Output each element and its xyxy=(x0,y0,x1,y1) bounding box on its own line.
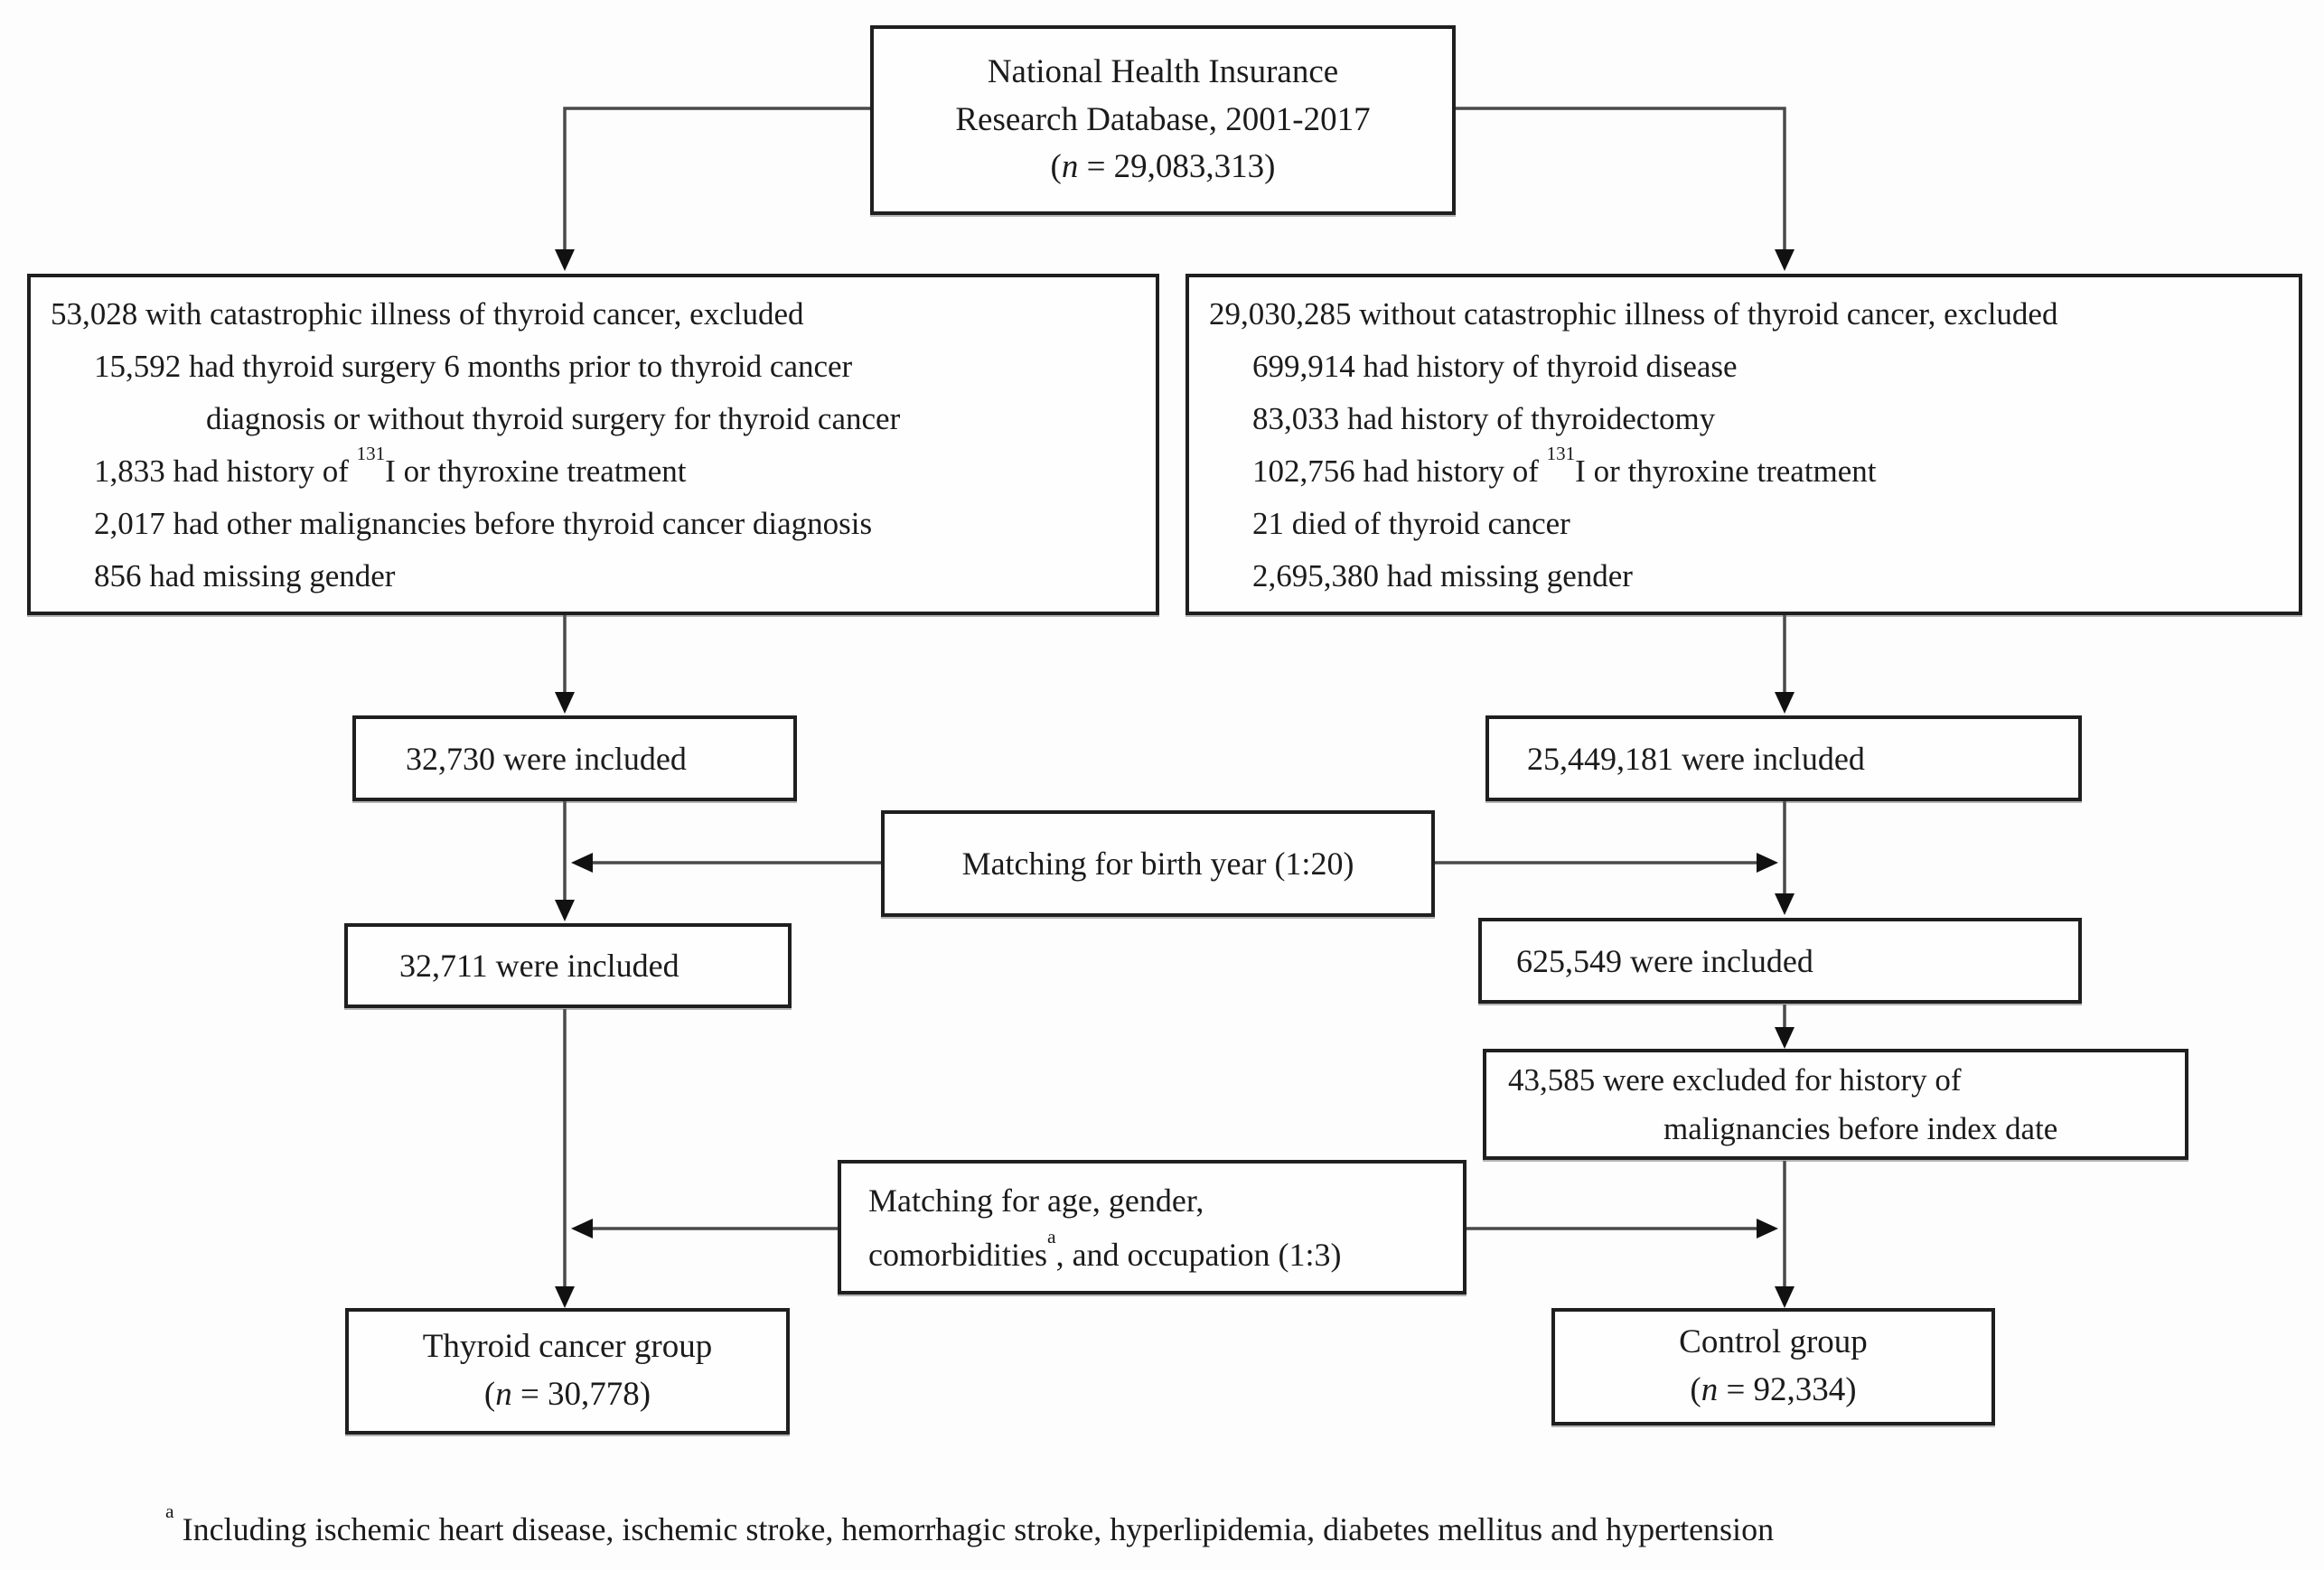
right-included-box-2: 625,549 were included xyxy=(1478,918,2082,1004)
exclusion-line: 2,695,380 had missing gender xyxy=(1252,558,1633,593)
box-line: (n = 29,083,313) xyxy=(1050,144,1275,192)
arrow-birth-matching-right xyxy=(1435,853,1778,873)
box-line: Matching for age, gender, xyxy=(868,1182,1204,1219)
thyroid-cancer-group-box: Thyroid cancer group (n = 30,778) xyxy=(345,1308,790,1434)
left-exclusion-box: 53,028 with catastrophic illness of thyr… xyxy=(27,274,1159,615)
text-segment: ( xyxy=(1690,1371,1701,1408)
exclusion-line: 53,028 with catastrophic illness of thyr… xyxy=(51,296,804,332)
text-segment: ( xyxy=(483,1376,496,1413)
text-segment: comorbidities xyxy=(868,1236,1047,1273)
arrow-right-exclusion-to-included xyxy=(1775,615,1795,714)
text-segment: = 29,083,313) xyxy=(1078,148,1276,186)
left-included-box-1: 32,730 were included xyxy=(352,715,797,801)
box-line: 25,449,181 were included xyxy=(1527,740,1865,777)
box-line: National Health Insurance xyxy=(987,53,1339,91)
n-symbol: n xyxy=(1701,1371,1719,1408)
n-symbol: n xyxy=(1061,148,1079,186)
text-segment: I or thyroxine treatment xyxy=(1575,453,1877,489)
exclusion-line: 699,914 had history of thyroid disease xyxy=(1252,349,1738,384)
arrow-database-to-left-exclusion xyxy=(555,107,872,271)
box-line: Control group xyxy=(1679,1323,1868,1361)
malignancy-exclusion-box: 43,585 were excluded for history of mali… xyxy=(1483,1049,2188,1160)
box-line: (n = 30,778) xyxy=(484,1371,651,1419)
exclusion-line: 83,033 had history of thyroidectomy xyxy=(1252,401,1716,436)
box-line: malignancies before index date xyxy=(1663,1110,2058,1146)
footnote-text: Including ischemic heart disease, ischem… xyxy=(173,1511,1775,1547)
text-segment: 1,833 had history of xyxy=(94,453,357,489)
exclusion-line: 102,756 had history of 131I or thyroxine… xyxy=(1209,442,2281,498)
age-matching-box: Matching for age, gender, comorbiditiesa… xyxy=(838,1160,1467,1294)
text-segment: = 30,778) xyxy=(511,1376,651,1413)
arrow-age-matching-right xyxy=(1467,1219,1778,1238)
exclusion-line: 21 died of thyroid cancer xyxy=(1252,506,1570,541)
arrow-included2-to-malignancy-exclusion xyxy=(1775,1005,1795,1049)
n-symbol: n xyxy=(495,1376,512,1413)
left-included-box-2: 32,711 were included xyxy=(344,923,792,1008)
box-line: comorbiditiesa, and occupation (1:3) xyxy=(868,1225,1463,1282)
isotope-superscript: 131 xyxy=(356,442,386,464)
text-segment: 102,756 had history of xyxy=(1252,453,1547,489)
box-line: 32,730 were included xyxy=(406,740,687,777)
arrow-malignancy-exclusion-to-control xyxy=(1775,1161,1795,1308)
text-segment: = 92,334) xyxy=(1718,1371,1857,1408)
arrow-right-included1-to-included2 xyxy=(1775,801,1795,915)
exclusion-line: diagnosis or without thyroid surgery for… xyxy=(206,401,901,436)
exclusion-line: 2,017 had other malignancies before thyr… xyxy=(94,506,873,541)
source-database-box: National Health Insurance Research Datab… xyxy=(870,25,1456,215)
exclusion-line: 856 had missing gender xyxy=(94,558,396,593)
exclusion-line: 15,592 had thyroid surgery 6 months prio… xyxy=(94,349,853,384)
box-line: 43,585 were excluded for history of xyxy=(1508,1061,1962,1098)
box-line: Thyroid cancer group xyxy=(422,1328,713,1366)
arrow-left-exclusion-to-included xyxy=(555,615,575,714)
birth-year-matching-box: Matching for birth year (1:20) xyxy=(881,810,1435,917)
right-exclusion-box: 29,030,285 without catastrophic illness … xyxy=(1185,274,2302,615)
footnote-marker: a xyxy=(165,1500,174,1523)
footnote: a Including ischemic heart disease, isch… xyxy=(165,1501,1775,1548)
right-included-box-1: 25,449,181 were included xyxy=(1485,715,2082,801)
arrow-database-to-right-exclusion xyxy=(1455,107,1795,271)
text-segment: ( xyxy=(1050,148,1062,186)
exclusion-line: 1,833 had history of 131I or thyroxine t… xyxy=(51,442,1138,498)
box-line: 32,711 were included xyxy=(399,948,679,984)
arrow-left-included2-to-thyroid-group xyxy=(555,1009,575,1308)
isotope-superscript: 131 xyxy=(1546,442,1576,464)
text-segment: I or thyroxine treatment xyxy=(385,453,687,489)
box-line: Matching for birth year (1:20) xyxy=(961,846,1354,882)
control-group-box: Control group (n = 92,334) xyxy=(1551,1308,1995,1425)
box-line: (n = 92,334) xyxy=(1690,1367,1856,1415)
arrow-left-included1-to-included2 xyxy=(555,801,575,921)
exclusion-line: 29,030,285 without catastrophic illness … xyxy=(1209,296,2058,332)
arrow-birth-matching-left xyxy=(571,853,881,873)
box-line: Research Database, 2001-2017 xyxy=(955,100,1371,138)
footnote-marker: a xyxy=(1046,1225,1056,1248)
text-segment: , and occupation (1:3) xyxy=(1055,1236,1342,1273)
box-line: 625,549 were included xyxy=(1516,942,1813,979)
arrow-age-matching-left xyxy=(571,1219,838,1238)
